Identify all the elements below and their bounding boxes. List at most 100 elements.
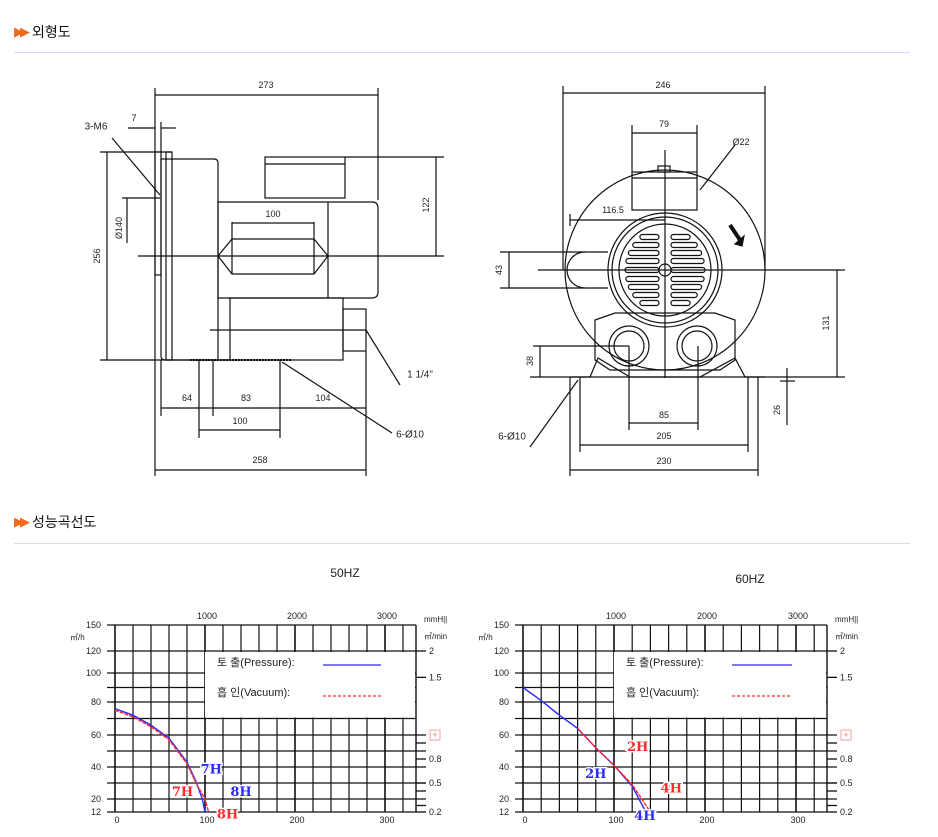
dim-base-a: 64 — [181, 393, 193, 403]
series-pressure — [114, 707, 206, 813]
dim-base-b: 83 — [240, 393, 252, 403]
dim-base-d: 100 — [232, 416, 248, 426]
y-tick-label: 80 — [91, 697, 101, 707]
chart-title-60hz: 60HZ — [735, 572, 765, 586]
x-tick-label: 300 — [790, 815, 805, 825]
dim-base-c: 104 — [315, 393, 331, 403]
y-tick-label: 100 — [494, 668, 509, 678]
right-tick-label: 0.8 — [840, 754, 853, 764]
grill-slot — [670, 233, 691, 241]
right-axis-label: ㎥/min — [424, 632, 447, 641]
right-tick-label: 2 — [429, 646, 434, 656]
grill-slot — [625, 257, 660, 265]
right-tick-label: 2 — [840, 646, 845, 656]
legend-label-vacuum: 흡 인(Vacuum): — [217, 685, 290, 699]
right-axis-label: ㎥/min — [835, 632, 858, 641]
y-tick-label: 12 — [499, 807, 509, 817]
y-tick-label: 40 — [91, 762, 101, 772]
grill-slot — [670, 275, 705, 283]
side-view-drawing — [100, 88, 444, 476]
top-tick-label: 1000 — [197, 611, 217, 621]
right-tick-label: 0.5 — [840, 778, 853, 788]
x-tick-label: 0 — [114, 815, 119, 825]
y-axis-label: ㎥/h — [70, 633, 85, 642]
curve-annotation: 7H — [172, 785, 193, 800]
y-tick-label: 20 — [91, 794, 101, 804]
right-tick-label: 0.8 — [429, 754, 442, 764]
divider — [14, 52, 910, 53]
curve-annotation: 4H — [634, 809, 655, 824]
grill-slot — [639, 233, 660, 241]
y-tick-label: 120 — [494, 646, 509, 656]
grill-slot — [627, 283, 660, 291]
grill-slot — [639, 299, 660, 307]
x-tick-label: 100 — [199, 815, 214, 825]
y-tick-label: 150 — [494, 620, 509, 630]
legend-box — [205, 652, 415, 718]
right-tick-label: 1.5 — [429, 672, 442, 682]
curve-annotation: 7H — [201, 762, 222, 777]
grill-slot — [670, 257, 705, 265]
divider — [14, 543, 910, 544]
curve-annotation: 2H — [585, 767, 606, 782]
top-tick-label: 3000 — [788, 611, 808, 621]
expand-icon-glyph: + — [843, 730, 848, 740]
y-tick-label: 40 — [499, 762, 509, 772]
dim-base-width: 230 — [656, 456, 672, 466]
legend-box — [614, 652, 826, 718]
dim-box-width: 79 — [658, 119, 670, 129]
grill-slot — [670, 249, 703, 257]
top-axis-label: mmH|| — [424, 615, 447, 624]
legend-label-vacuum: 흡 인(Vacuum): — [626, 685, 699, 699]
y-tick-label: 120 — [86, 646, 101, 656]
dim-foot-spacing: 205 — [656, 431, 672, 441]
x-tick-label: 300 — [379, 815, 394, 825]
label-mount-holes: 6-Ø10 — [396, 429, 424, 441]
dim-port-spacing: 85 — [658, 410, 670, 420]
dim-motor-box: 100 — [265, 209, 281, 219]
label-port: 1 1/4" — [407, 369, 433, 381]
label-conduit: Ø22 — [732, 137, 750, 147]
grill-slot — [670, 241, 698, 249]
y-tick-label: 80 — [499, 697, 509, 707]
series-vacuum — [577, 727, 651, 813]
dim-flange: 7 — [131, 113, 137, 123]
section-header-performance: ▶▶ 성능곡선도 — [14, 512, 96, 532]
dim-width: 246 — [655, 80, 671, 90]
right-tick-label: 1.5 — [840, 672, 853, 682]
dim-overall-length: 273 — [258, 80, 274, 90]
grill-slot — [632, 241, 660, 249]
expand-icon — [429, 729, 441, 741]
curve-annotation: 8H — [230, 785, 251, 800]
series-vacuum — [114, 709, 210, 813]
legend-label-pressure: 토 출(Pressure): — [626, 656, 704, 669]
legend-label-pressure: 토 출(Pressure): — [217, 656, 295, 669]
y-tick-label: 100 — [86, 668, 101, 678]
grill-slot — [632, 291, 660, 299]
top-tick-label: 3000 — [377, 611, 397, 621]
x-tick-label: 100 — [608, 815, 623, 825]
dim-base-total: 258 — [252, 455, 268, 465]
y-tick-label: 12 — [91, 807, 101, 817]
x-tick-label: 200 — [699, 815, 714, 825]
dim-offset: 116.5 — [602, 205, 624, 215]
grill-slot — [670, 299, 691, 307]
section-title: 외형도 — [32, 25, 71, 41]
y-axis-label: ㎥/h — [478, 633, 493, 642]
label-thread: 3-M6 — [84, 121, 108, 133]
top-tick-label: 2000 — [697, 611, 717, 621]
grill-slot — [627, 249, 660, 257]
top-axis-label: mmH|| — [835, 615, 858, 624]
section-header-outline: ▶▶ 외형도 — [14, 22, 71, 42]
chart-title-50hz: 50HZ — [330, 566, 360, 580]
y-tick-label: 60 — [499, 730, 509, 740]
y-tick-label: 20 — [499, 794, 509, 804]
curve-annotation: 4H — [661, 782, 682, 797]
curve-annotation: 8H — [217, 807, 238, 822]
front-view-drawing — [500, 86, 845, 476]
grill-slot — [670, 283, 703, 291]
y-tick-label: 60 — [91, 730, 101, 740]
